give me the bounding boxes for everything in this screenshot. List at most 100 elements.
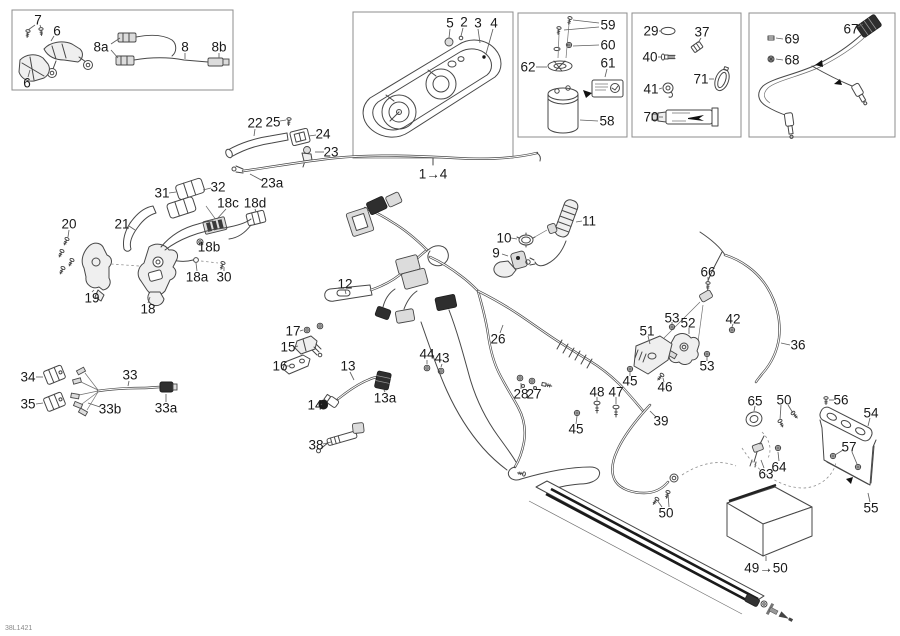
plug-boot-a-icon [783,112,795,139]
callout-14: 14 [307,398,323,413]
callout-70: 70 [643,110,658,125]
callout-29: 29 [643,24,658,39]
part-sketch-ignition-switch-9 [493,250,528,278]
callout-16: 16 [272,359,287,374]
callout-62: 62 [520,60,535,75]
part-sketch-canister-58 [547,15,624,134]
callout-6: 6 [23,76,31,91]
part-sketch-plug-wire-harness [758,14,882,139]
callout-65: 65 [747,394,762,409]
callout-36: 36 [790,338,805,353]
connector-18d-icon [245,209,267,227]
leader-line-57 [851,451,858,465]
decal-61 [591,79,624,98]
callout-7: 7 [34,13,42,28]
leader-line-19 [91,289,95,293]
callout-57: 57 [841,440,856,455]
part-sketch-holddown-plate-54 [819,406,873,442]
leader-line-2 [460,27,464,37]
leader-line-10 [510,237,518,240]
part-sketch-vent-line-36 [663,231,781,384]
leader-line-35 [35,402,44,405]
callout-40: 40 [642,50,657,65]
part-sketch-sensor-38 [316,422,365,454]
callout-53: 53 [699,359,714,374]
callout-26: 26 [490,332,505,347]
callout-1→4: 1→4 [419,167,448,182]
part-sketch-corrugated-lead-11 [525,199,579,267]
callout-32: 32 [210,180,225,195]
leader-line-45 [575,415,578,425]
washer-68-icon [767,55,775,63]
inset-box-plug-wires [748,12,896,138]
part-sketch-harness-8 [115,32,230,67]
leader-line-18a [195,262,198,272]
leader-line-39 [649,410,657,418]
leader-line-63 [760,459,765,469]
plug-boot-b-icon [851,82,868,106]
leader-line-68 [775,58,784,61]
leader-line-64 [777,451,780,462]
part-sketch-switch-24 [289,127,311,147]
leader-line-12 [344,289,347,295]
leader-line-11 [575,220,583,223]
leader-line-67 [857,23,864,28]
leader-line-50 [656,499,663,508]
clip-37-icon [690,41,704,53]
ring-18a-icon [193,257,199,263]
leader-line-20 [67,229,70,238]
callout-17: 17 [285,324,300,339]
leader-line-6 [50,35,55,42]
doc-code: 38L1421 [5,625,32,632]
callout-24: 24 [315,127,331,142]
callout-69: 69 [784,32,799,47]
callout-63: 63 [758,467,773,482]
leader-line-24 [308,134,317,137]
callout-6: 6 [53,24,61,39]
callout-58: 58 [599,114,614,129]
bolt-40-icon [660,53,676,61]
callout-33: 33 [122,368,137,383]
part-sketch-sensor-15 [294,335,323,358]
callout-38: 38 [308,438,323,453]
leader-line-9 [501,253,509,257]
callout-54: 54 [863,406,879,421]
callout-12: 12 [337,277,352,292]
callout-68: 68 [784,53,799,68]
callout-18c: 18c [217,196,239,211]
part-sketch-bracket-19 [81,242,112,302]
leader-line-31 [168,191,177,194]
leader-line-17 [299,329,304,332]
point-4-dot [482,55,486,59]
part-sketch-cvt-cover [362,35,502,138]
leader-line-59 [572,19,600,24]
leader-line-59 [563,26,600,31]
callout-66: 66 [700,265,715,280]
part-sketch-small-hardware [651,26,730,127]
leader-line-5 [448,28,451,39]
callout-41: 41 [643,82,658,97]
callout-31: 31 [154,186,169,201]
part-sketch-cable-13 [323,370,392,408]
callout-45: 45 [568,422,583,437]
connector-13a-icon [374,370,392,391]
leader-line-50 [779,404,782,421]
leader-line-14 [319,403,323,406]
part-sketch-holddown-frame-55 [819,419,877,486]
part-sketch-harness-33 [70,366,178,417]
connector-33a-icon [159,381,174,393]
callout-48: 48 [589,385,604,400]
leader-line-58 [579,119,599,122]
rail-end-hardware [744,593,794,622]
leader-line-33 [127,380,130,387]
callout-43: 43 [434,351,449,366]
grommet-65-icon [745,411,763,427]
callout-51: 51 [639,324,654,339]
leader-line-51 [647,335,651,345]
part-sketch-hose-21 [123,205,157,252]
callout-2: 2 [460,15,468,30]
leader-line-22 [253,128,256,137]
callout-18d: 18d [244,196,267,211]
